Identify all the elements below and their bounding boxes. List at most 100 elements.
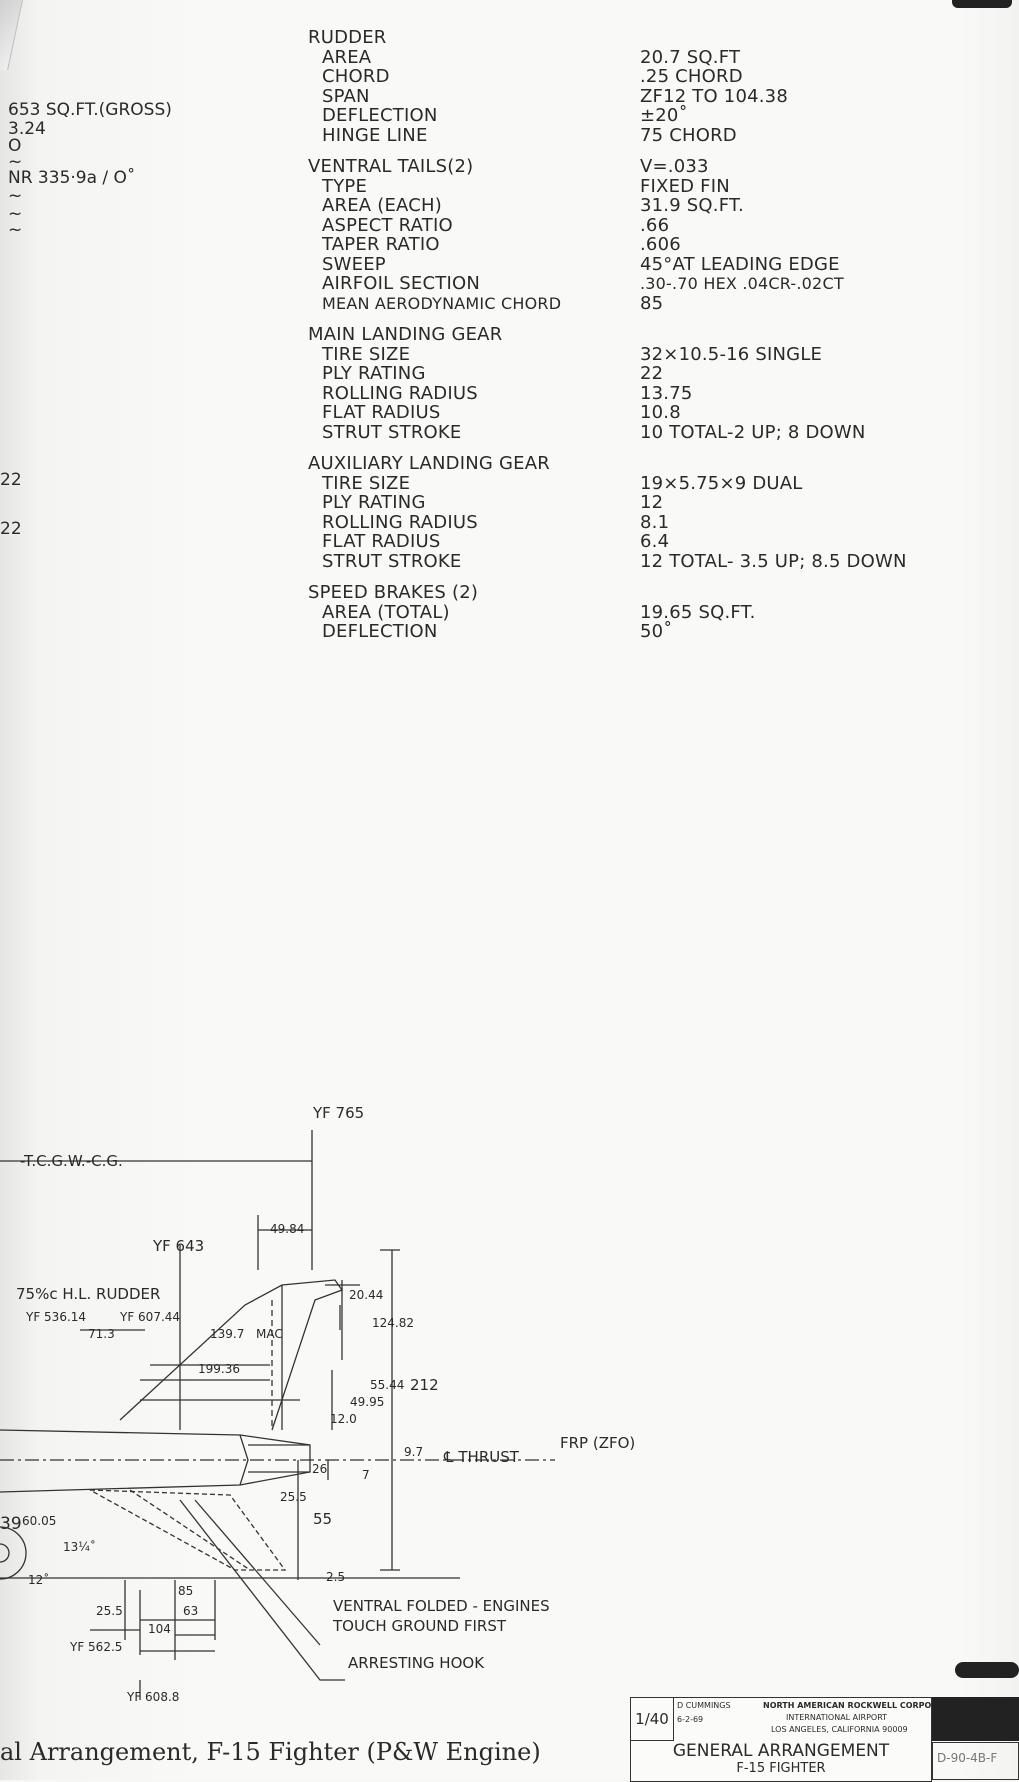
dim-label: 12˚ [28, 1573, 50, 1587]
main-gear-label: ROLLING RADIUS [322, 382, 478, 404]
tilde-value: ~ [8, 186, 23, 206]
dim-label: 9.7 [404, 1445, 424, 1459]
ventral-value: 85 [640, 292, 664, 314]
corner-stamp [952, 0, 1012, 8]
yf-765-label: YF 765 [313, 1104, 365, 1122]
dim-label: 71.3 [88, 1327, 115, 1341]
dim-label: 60.05 [22, 1514, 57, 1528]
dim-label: 26 [312, 1462, 328, 1476]
main-gear-label: FLAT RADIUS [322, 402, 441, 423]
dim-label: 49.84 [270, 1222, 305, 1236]
aux-gear-label: TIRE SIZE [322, 472, 411, 494]
mac-label: MAC [256, 1327, 283, 1341]
main-gear-value: 32×10.5-16 SINGLE [640, 343, 823, 365]
main-gear-value: 22 [640, 363, 664, 384]
rudder-value: 75 CHORD [640, 124, 737, 146]
rudder-header: RUDDER [308, 27, 387, 48]
aux-gear-label: PLY RATING [322, 492, 426, 513]
scale-value: 1/40 [631, 1698, 674, 1741]
aux-gear-label: STRUT STROKE [322, 550, 462, 572]
ventral-value: .66 [640, 214, 670, 236]
yf-label: YF 608.8 [127, 1690, 180, 1704]
main-gear-header: MAIN LANDING GEAR [308, 324, 503, 345]
drawn-by: D CUMMINGS [677, 1701, 731, 1710]
arresting-hook-label: ARRESTING HOOK [348, 1654, 485, 1672]
company-name: NORTH AMERICAN ROCKWELL CORPORATION [763, 1701, 965, 1710]
ventral-label: MEAN AERODYNAMIC CHORD [322, 293, 562, 313]
aux-gear-value: 19×5.75×9 DUAL [640, 472, 803, 494]
drawing-title: GENERAL ARRANGEMENT [672, 1741, 890, 1761]
tilde-value: ~ [8, 220, 23, 240]
airfoil-value: NR 335·9a / O˚ [8, 168, 136, 188]
frp-label: FRP (ZFO) [560, 1434, 636, 1452]
drawing-date: 6-2-69 [677, 1715, 704, 1724]
aux-gear-value: 12 [640, 492, 664, 513]
title-block-dark-cell [932, 1697, 1019, 1741]
yf-label: YF 562.5 [70, 1640, 123, 1654]
dim-label: 7 [362, 1468, 370, 1482]
ventral-note: TOUCH GROUND FIRST [333, 1617, 506, 1635]
ventral-value: .30-.70 HEX .04CR-.02CT [640, 274, 844, 293]
rudder-value: ZF12 TO 104.38 [640, 85, 788, 107]
rudder-label: AREA [322, 46, 372, 68]
rudder-value: ±20˚ [640, 105, 688, 126]
fragment-value: 22 [0, 519, 22, 539]
aux-gear-value: 12 TOTAL- 3.5 UP; 8.5 DOWN [640, 550, 907, 572]
fragment-value: 39 [0, 1514, 22, 1534]
aux-gear-label: FLAT RADIUS [322, 531, 441, 552]
main-gear-value: 13.75 [640, 382, 693, 404]
yf-label: YF 536.14 [26, 1310, 87, 1324]
ink-mark [955, 1662, 1019, 1678]
dim-label: 12.0 [330, 1412, 357, 1426]
main-gear-label: PLY RATING [322, 363, 426, 384]
company-address: LOS ANGELES, CALIFORNIA 90009 [771, 1725, 908, 1734]
dim-label: 85 [178, 1584, 194, 1598]
dim-label: 199.36 [198, 1362, 240, 1376]
wing-area-value: 653 SQ.FT.(GROSS) [8, 100, 172, 120]
main-gear-value: 10 TOTAL-2 UP; 8 DOWN [640, 421, 866, 443]
spec-labels-column: RUDDER AREA CHORD SPAN DEFLECTION HINGE … [308, 28, 561, 642]
main-gear-value: 10.8 [640, 402, 681, 423]
zero-value: O [8, 136, 22, 156]
dim-label: 13¼˚ [63, 1540, 96, 1554]
main-gear-label: TIRE SIZE [322, 343, 411, 365]
aux-gear-header: AUXILIARY LANDING GEAR [308, 453, 550, 474]
yf-label: YF 607.44 [120, 1310, 181, 1324]
dim-label: 212 [410, 1376, 439, 1394]
dim-label: 139.7 [210, 1327, 245, 1341]
rudder-label: HINGE LINE [322, 124, 428, 146]
ventral-value: 31.9 SQ.FT. [640, 195, 744, 216]
dim-label: 104 [148, 1622, 171, 1636]
dim-label: 2.5 [326, 1570, 346, 1584]
ventral-value: FIXED FIN [640, 175, 730, 197]
title-block: 1/40 D CUMMINGS 6-2-69 NORTH AMERICAN RO… [630, 1697, 965, 1782]
tilde-value: ~ [8, 204, 23, 224]
dim-label: 49.95 [350, 1395, 385, 1409]
rudder-label: DEFLECTION [322, 105, 438, 126]
speed-brakes-header: SPEED BRAKES (2) [308, 582, 479, 603]
spec-values-column: 20.7 SQ.FT .25 CHORD ZF12 TO 104.38 ±20˚… [640, 28, 907, 642]
ventral-label: AREA (EACH) [322, 195, 442, 216]
rudder-hinge-label: 75%c H.L. RUDDER [16, 1285, 161, 1303]
tcgw-label: -T.C.G.W.-C.G. [20, 1152, 123, 1170]
side-view-drawing [0, 1130, 555, 1700]
tilde-value: ~ [8, 152, 23, 172]
ventral-label: AIRFOIL SECTION [322, 273, 481, 294]
company-address: INTERNATIONAL AIRPORT [786, 1713, 888, 1722]
aux-gear-label: ROLLING RADIUS [322, 511, 478, 533]
ventral-label: TYPE [322, 175, 368, 197]
ventral-note: VENTRAL FOLDED - ENGINES [333, 1597, 550, 1615]
dim-label: 25.5 [280, 1490, 307, 1504]
thrust-line-label: ℄ THRUST [444, 1448, 519, 1466]
ventral-label: ASPECT RATIO [322, 214, 453, 236]
speed-brakes-label: AREA (TOTAL) [322, 601, 450, 623]
fragment-value: 22 [0, 470, 22, 490]
dim-label: 63 [183, 1604, 199, 1618]
ventral-value: 45°AT LEADING EDGE [640, 253, 840, 275]
main-gear-label: STRUT STROKE [322, 421, 462, 443]
dim-label: 55.44 [370, 1378, 405, 1392]
aspect-ratio-value: 3.24 [8, 119, 46, 139]
figure-caption: al Arrangement, F-15 Fighter (P&W Engine… [0, 1738, 541, 1766]
speed-brakes-label: DEFLECTION [322, 621, 438, 642]
